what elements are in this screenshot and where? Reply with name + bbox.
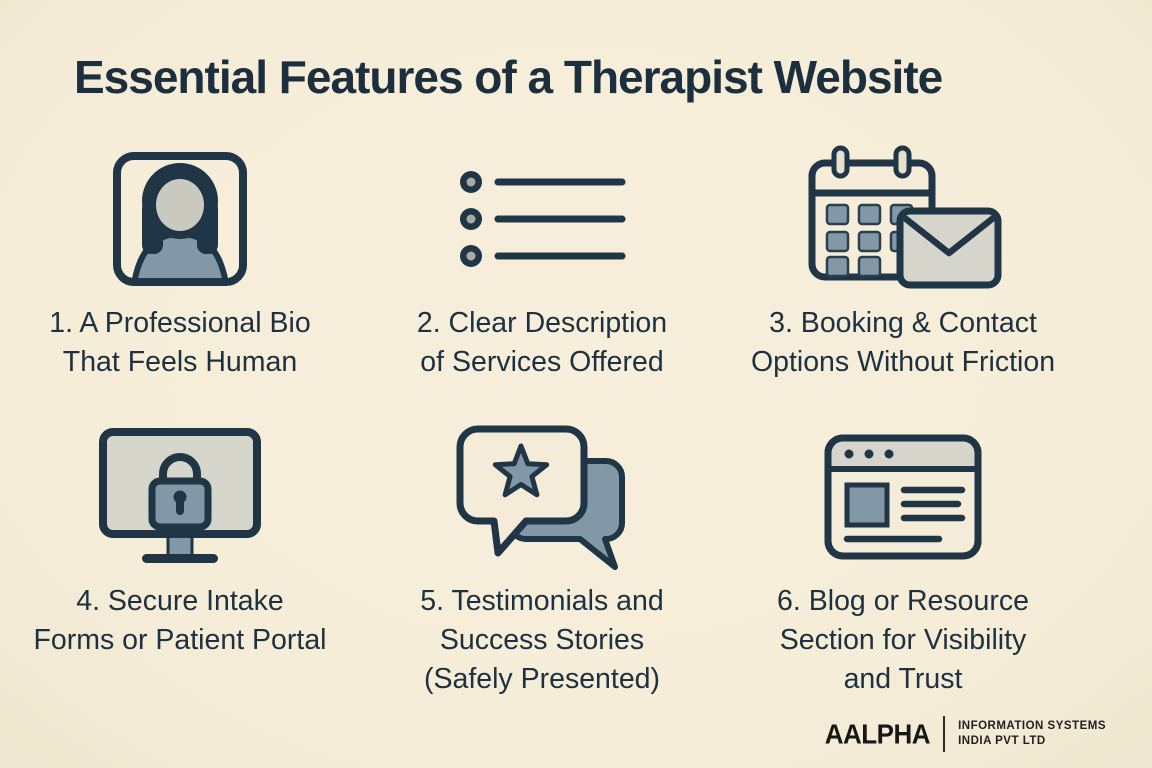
brand-tagline: INFORMATION SYSTEMS INDIA PVT LTD <box>958 719 1106 749</box>
feature-caption: 2. Clear Description of Services Offered <box>416 307 668 379</box>
feature-card-services: 2. Clear Description of Services Offered <box>342 140 742 382</box>
feature-caption: 4. Secure Intake Forms or Patient Portal <box>33 585 327 657</box>
bullet-list-icon <box>342 140 742 298</box>
feature-card-bio: 1. A Professional Bio That Feels Human <box>0 140 380 382</box>
feature-card-testimonials: 5. Testimonials and Success Stories (Saf… <box>342 418 742 699</box>
feature-card-booking: 3. Booking & Contact Options Without Fri… <box>703 140 1103 382</box>
monitor-lock-icon <box>0 418 380 576</box>
feature-caption: 1. A Professional Bio That Feels Human <box>49 307 311 379</box>
footer-divider <box>943 716 946 752</box>
person-avatar-icon <box>0 140 380 298</box>
page-title: Essential Features of a Therapist Websit… <box>74 51 943 103</box>
chat-bubbles-star-icon <box>342 418 742 576</box>
feature-caption: 3. Booking & Contact Options Without Fri… <box>750 307 1056 379</box>
feature-card-secure-intake: 4. Secure Intake Forms or Patient Portal <box>0 418 380 660</box>
brand-logo: AALPHA <box>824 717 931 750</box>
footer-brand-lockup: AALPHA INFORMATION SYSTEMS INDIA PVT LTD <box>825 716 1106 752</box>
feature-caption: 5. Testimonials and Success Stories (Saf… <box>420 585 664 696</box>
brand-tagline-line2: INDIA PVT LTD <box>958 735 1046 747</box>
brand-tagline-line1: INFORMATION SYSTEMS <box>958 720 1106 733</box>
browser-blog-icon <box>703 418 1103 576</box>
calendar-envelope-icon <box>703 140 1103 298</box>
feature-card-blog: 6. Blog or Resource Section for Visibili… <box>703 418 1103 699</box>
feature-caption: 6. Blog or Resource Section for Visibili… <box>777 585 1029 696</box>
